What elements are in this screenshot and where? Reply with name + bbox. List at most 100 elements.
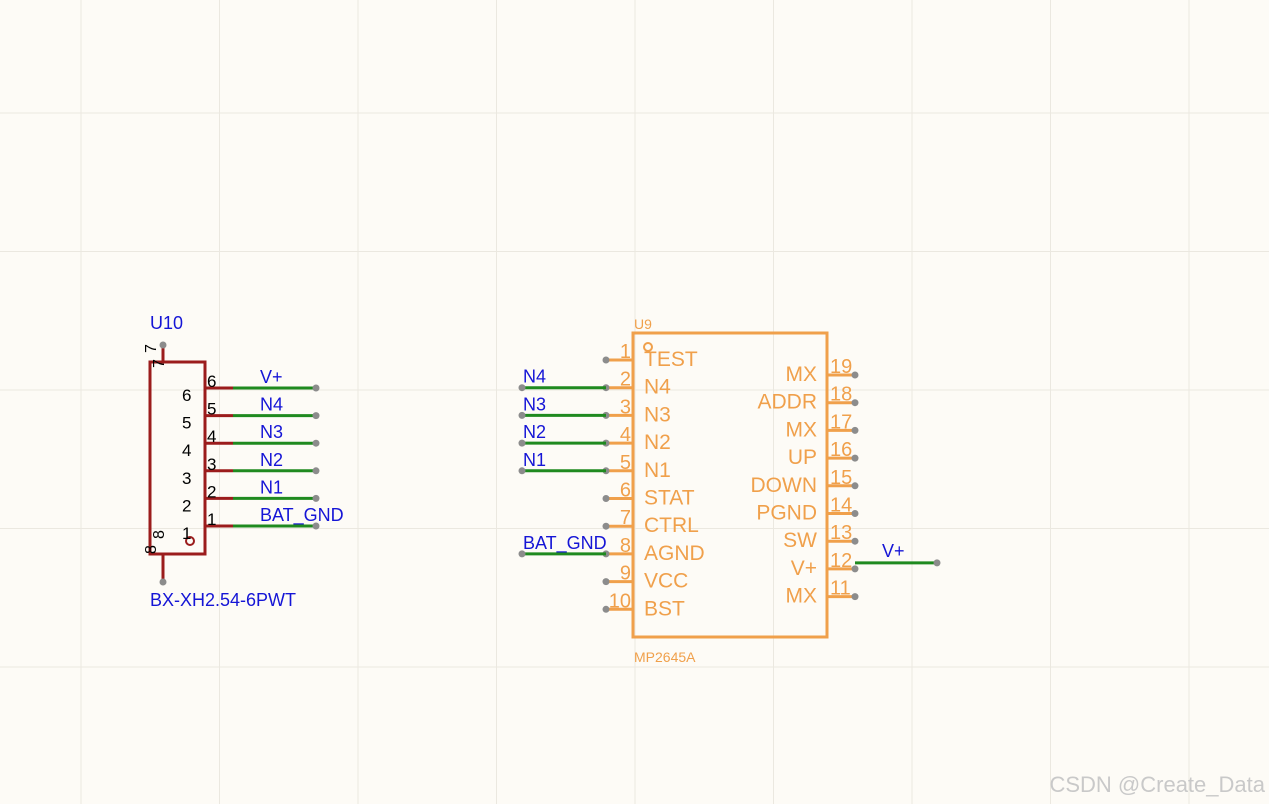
pin-end-dot [602,605,610,613]
pin-number: 11 [830,578,851,600]
wire-end-dot [518,467,526,475]
pin-name: N3 [644,403,671,426]
chip-pin-6[interactable]: 6 STAT [602,480,695,510]
chip-pin-8[interactable]: 8 AGND BAT_GND [518,533,705,565]
chip-pin-12[interactable]: 12V+V+ [791,541,941,580]
net-label: N4 [260,395,283,415]
pin-number: 3 [620,396,631,418]
chip-pin-17[interactable]: 17 MX [786,411,859,441]
pin-end-dot [312,384,320,392]
pin-end-dot [851,482,859,490]
connector-pin-2[interactable]: 22 N1 [182,477,320,515]
mount-pin-8-label-inner: 8 [151,530,168,539]
mount-pin-7-label-outer: 7 [143,344,160,353]
pin-name: AGND [644,542,705,565]
pin-end-dot [312,412,320,420]
pin-designator: 4 [182,441,191,460]
pin-number: 17 [830,411,852,433]
net-label: V+ [882,541,905,561]
pin-number: 6 [620,480,631,502]
wire-end-dot [518,411,526,419]
pin-number: 8 [620,535,631,557]
pin-number: 1 [620,341,631,363]
pin-end-dot [312,522,320,530]
pin-name: TEST [644,348,698,371]
pin-name: ADDR [757,391,817,414]
pin-name: UP [788,446,817,469]
pin-end-dot [851,454,859,462]
pin-end-dot [851,593,859,601]
pin-name: MX [786,585,818,608]
chip-pin-3[interactable]: 3 N3 N3 [518,394,671,426]
pin-number: 5 [620,452,631,474]
watermark: CSDN @Create_Data [1049,772,1265,797]
pin-name: V+ [791,557,817,580]
pin-name: MX [786,418,818,441]
pin-number: 9 [620,563,631,585]
pin-number: 10 [609,590,631,612]
pin-number: 2 [207,482,216,501]
chip-pin-18[interactable]: 18 ADDR [757,384,859,414]
net-label: N1 [260,477,283,497]
pin-designator: 1 [182,524,191,543]
net-label: N3 [523,394,546,414]
pin1-marker [643,342,653,352]
chip-pin-9[interactable]: 9 VCC [602,563,689,593]
net-label: BAT_GND [260,505,344,526]
chip-pin-15[interactable]: 15 DOWN [751,467,859,497]
pin1-marker [185,536,195,546]
pin-end-dot [312,439,320,447]
chip-part: MP2645A [634,649,696,665]
pin-designator: 3 [182,469,191,488]
pin-number: 6 [207,372,216,391]
pin-name: VCC [644,570,688,593]
pin-number: 19 [830,356,852,378]
pin-number: 4 [620,424,631,446]
pin-name: STAT [644,487,695,510]
net-label: N2 [260,450,283,470]
net-label: BAT_GND [523,533,607,554]
chip-pin-1[interactable]: 1 TEST [602,341,698,371]
pin-end-dot [851,371,859,379]
pin-end-dot [602,356,610,364]
pin-end-dot [851,510,859,517]
pin-end-dot [851,426,859,434]
wire-end-dot [518,384,526,392]
net-label: N4 [523,367,546,387]
pin-end-dot [312,494,320,502]
chip-pin-11[interactable]: 11 MX [786,578,859,608]
wire-end-dot [518,439,526,447]
net-label: N1 [523,450,546,470]
wire-end-dot [518,550,526,558]
net-label: N2 [523,422,546,442]
pin-name: DOWN [751,474,818,497]
pin-name: CTRL [644,514,699,537]
connector-pin-3[interactable]: 33 N2 [182,450,320,488]
pin-number: 15 [830,467,852,489]
pin-designator: 2 [182,496,191,515]
pin-number: 18 [830,384,852,406]
pin-designator: 5 [182,414,191,433]
pin-number: 14 [830,495,852,517]
pin-end-dot [312,467,320,475]
pin-number: 2 [620,369,631,391]
pin-number: 3 [207,455,216,474]
pin-end-dot [602,522,610,530]
pin-name: SW [783,529,817,552]
